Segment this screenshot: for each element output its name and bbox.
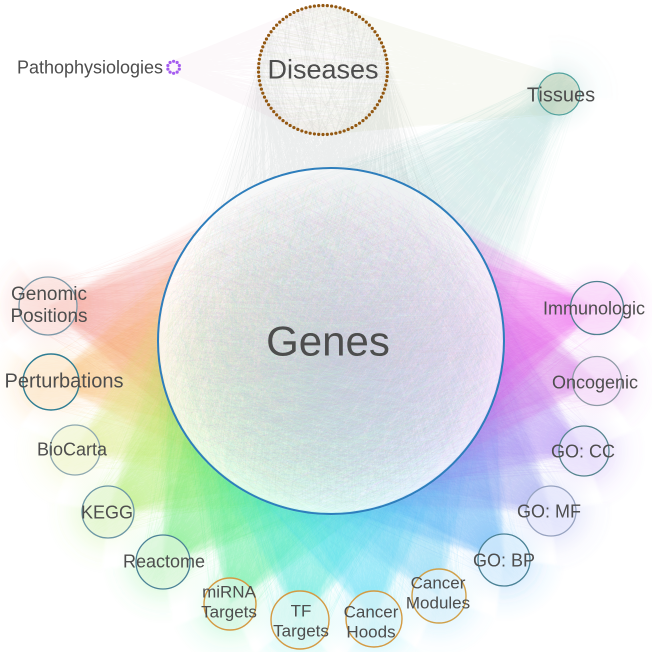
- node-label-immunologic[interactable]: Immunologic: [542, 298, 646, 319]
- node-biocarta[interactable]: [49, 424, 101, 476]
- node-perturbations[interactable]: [22, 353, 80, 411]
- node-label-pathophysiologies[interactable]: Pathophysiologies: [16, 57, 164, 78]
- node-label-cancer-modules[interactable]: Cancer Modules: [405, 573, 471, 612]
- node-label-biocarta[interactable]: BioCarta: [36, 439, 108, 460]
- node-genomic-positions[interactable]: [18, 276, 78, 336]
- node-label-go-cc[interactable]: GO: CC: [550, 441, 616, 462]
- node-label-kegg[interactable]: KEGG: [80, 502, 134, 523]
- node-tf-targets[interactable]: [270, 590, 330, 650]
- node-label-oncogenic[interactable]: Oncogenic: [551, 372, 639, 393]
- node-pathophysiologies[interactable]: [166, 59, 181, 75]
- node-go-cc[interactable]: [558, 425, 610, 477]
- node-cancer-modules[interactable]: [411, 568, 467, 624]
- node-reactome[interactable]: [135, 534, 191, 590]
- node-label-genomic-positions[interactable]: Genomic Positions: [10, 283, 88, 327]
- edge-bundle-tissues-diseases: [258, 4, 580, 136]
- node-label-perturbations[interactable]: Perturbations: [4, 370, 124, 393]
- node-label-go-bp[interactable]: GO: BP: [472, 550, 536, 571]
- edge-bundle-pathophysiologies-diseases: [167, 4, 388, 136]
- node-oncogenic[interactable]: [571, 355, 623, 407]
- node-label-tf-targets[interactable]: TF Targets: [273, 601, 329, 640]
- node-label-diseases[interactable]: Diseases: [267, 54, 379, 85]
- node-label-go-mf[interactable]: GO: MF: [517, 501, 581, 522]
- node-label-reactome[interactable]: Reactome: [122, 551, 206, 572]
- node-label-tissues[interactable]: Tissues: [526, 84, 596, 107]
- node-cancer-hoods[interactable]: [345, 590, 403, 648]
- node-go-bp[interactable]: [477, 533, 531, 587]
- genes-interior-tint: [182, 168, 524, 510]
- node-go-mf[interactable]: [525, 485, 577, 537]
- node-mirna-targets[interactable]: [203, 577, 257, 631]
- node-diseases[interactable]: [256, 3, 390, 137]
- node-label-cancer-hoods[interactable]: Cancer Hoods: [343, 602, 399, 641]
- node-label-genes[interactable]: Genes: [266, 317, 390, 365]
- node-kegg[interactable]: [81, 485, 135, 539]
- node-tissues[interactable]: [537, 72, 581, 116]
- node-genes[interactable]: [157, 167, 505, 515]
- node-immunologic[interactable]: [569, 280, 625, 336]
- edge-wedge-tissues-genes: [387, 94, 559, 272]
- node-label-mirna-targets[interactable]: miRNA Targets: [201, 582, 257, 621]
